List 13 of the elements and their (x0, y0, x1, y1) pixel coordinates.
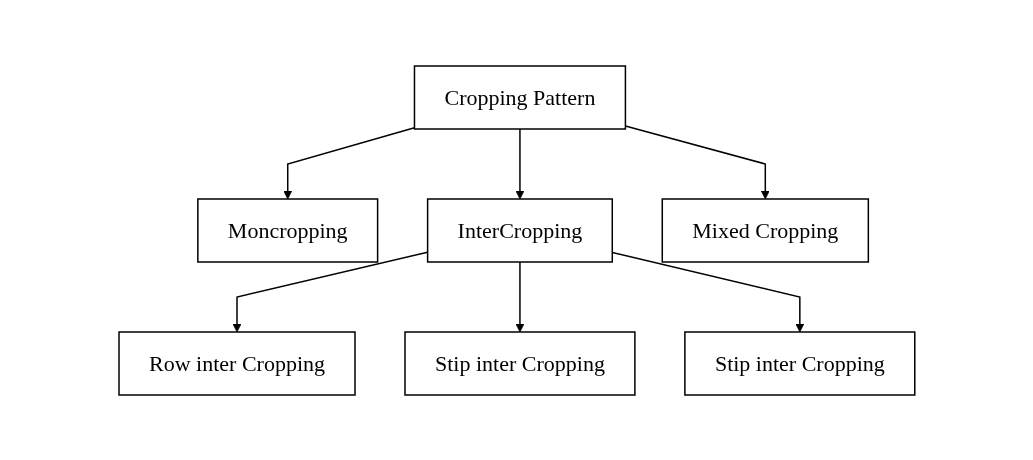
node-box: Mixed Cropping (661, 197, 869, 263)
node-box: Stip inter Cropping (403, 330, 636, 396)
node-box: Stip inter Cropping (683, 330, 916, 396)
node-box: Cropping Pattern (413, 64, 626, 130)
arrow (624, 124, 770, 199)
node-box: InterCropping (426, 197, 613, 263)
arrow (515, 127, 524, 199)
node-box: Row inter Cropping (117, 330, 356, 396)
arrow (515, 260, 524, 332)
arrow (282, 126, 415, 199)
arrow (232, 250, 428, 332)
node-box: Moncropping (196, 197, 378, 263)
arrow (611, 251, 804, 332)
